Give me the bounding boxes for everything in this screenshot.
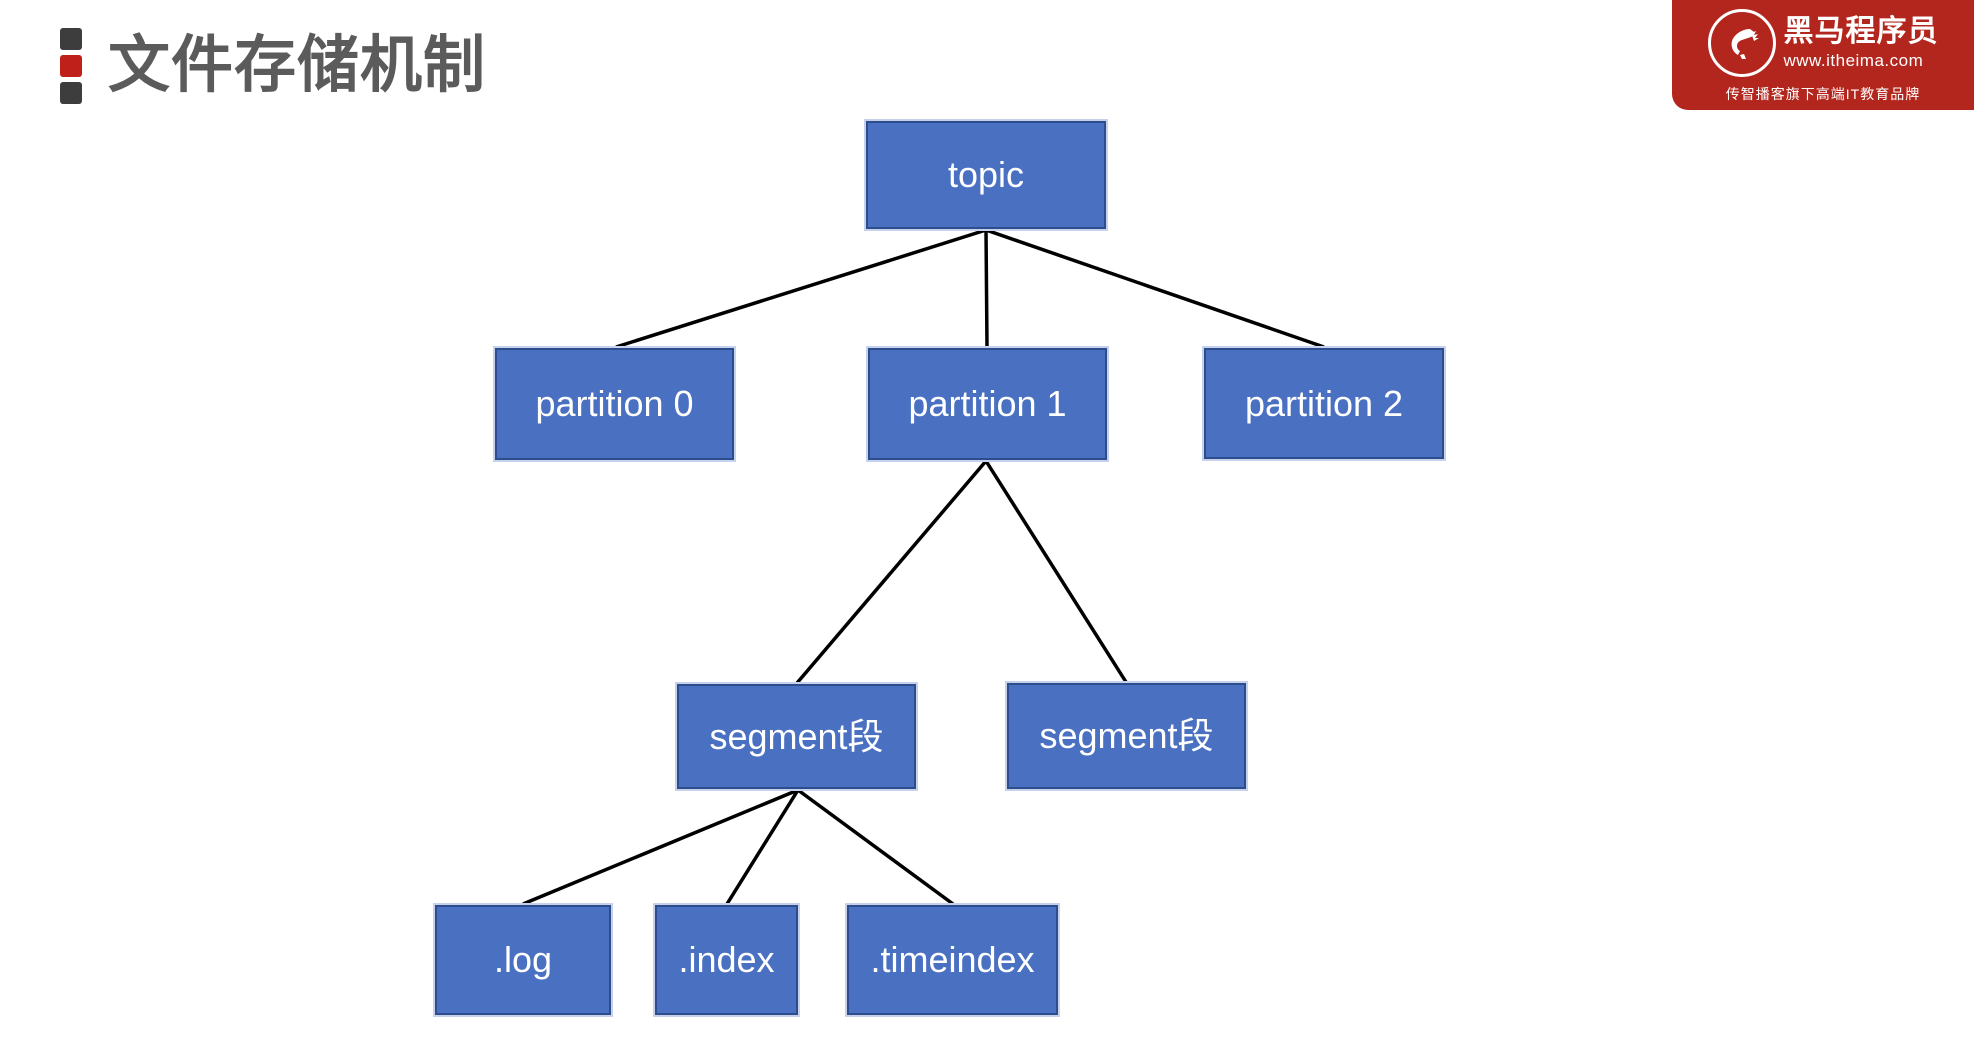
- connector-topic-to-partition1: [984, 229, 989, 348]
- node-label-segment2: segment段: [1039, 715, 1214, 756]
- node-index[interactable]: .index: [655, 905, 798, 1015]
- connector-topic-to-partition2: [985, 228, 1325, 349]
- connector-partition1-to-segment1: [795, 459, 988, 685]
- page-title: 文件存储机制: [108, 31, 487, 100]
- node-partition2[interactable]: partition 2: [1204, 348, 1444, 459]
- node-label-timeindex: .timeindex: [870, 939, 1035, 980]
- bullet-square-top: [60, 28, 82, 50]
- node-label-partition2: partition 2: [1244, 382, 1404, 424]
- connector-segment1-to-timeindex: [796, 788, 955, 906]
- node-log[interactable]: .log: [435, 905, 611, 1015]
- connector-segment1-to-log: [522, 788, 799, 906]
- logo-brand-text: 黑马程序员: [1783, 14, 1939, 48]
- node-partition1[interactable]: partition 1: [868, 348, 1107, 460]
- node-timeindex[interactable]: .timeindex: [847, 905, 1058, 1015]
- horse-head-logo-icon: [1707, 8, 1776, 77]
- logo-tagline-text: 传智播客旗下高端IT教育品牌: [1725, 85, 1921, 102]
- bullet-square-middle: [60, 55, 82, 77]
- logo-text-column: 黑马程序员 www.itheima.com: [1783, 14, 1939, 70]
- page-title-block: 文件存储机制: [60, 20, 486, 112]
- brand-logo: 黑马程序员 www.itheima.com 传智播客旗下高端IT教育品牌: [1672, 0, 1974, 110]
- connector-segment1-to-index: [725, 789, 800, 905]
- node-label-topic: topic: [947, 154, 1025, 195]
- bullet-marker-icon: [60, 28, 82, 104]
- node-segment2[interactable]: segment段: [1007, 683, 1246, 789]
- connector-topic-to-partition0: [615, 228, 987, 349]
- node-label-partition1: partition 1: [908, 383, 1067, 424]
- bullet-square-bottom: [60, 82, 82, 104]
- node-label-index: .index: [678, 939, 775, 980]
- connector-partition1-to-segment2: [984, 460, 1128, 683]
- logo-url-text: www.itheima.com: [1783, 50, 1924, 70]
- node-topic[interactable]: topic: [866, 121, 1106, 229]
- node-label-log: .log: [493, 939, 553, 980]
- node-label-partition0: partition 0: [535, 383, 694, 424]
- node-partition0[interactable]: partition 0: [495, 348, 734, 460]
- node-label-segment1: segment段: [709, 715, 884, 757]
- logo-main-row: 黑马程序员 www.itheima.com: [1707, 8, 1939, 77]
- node-segment1[interactable]: segment段: [677, 684, 916, 789]
